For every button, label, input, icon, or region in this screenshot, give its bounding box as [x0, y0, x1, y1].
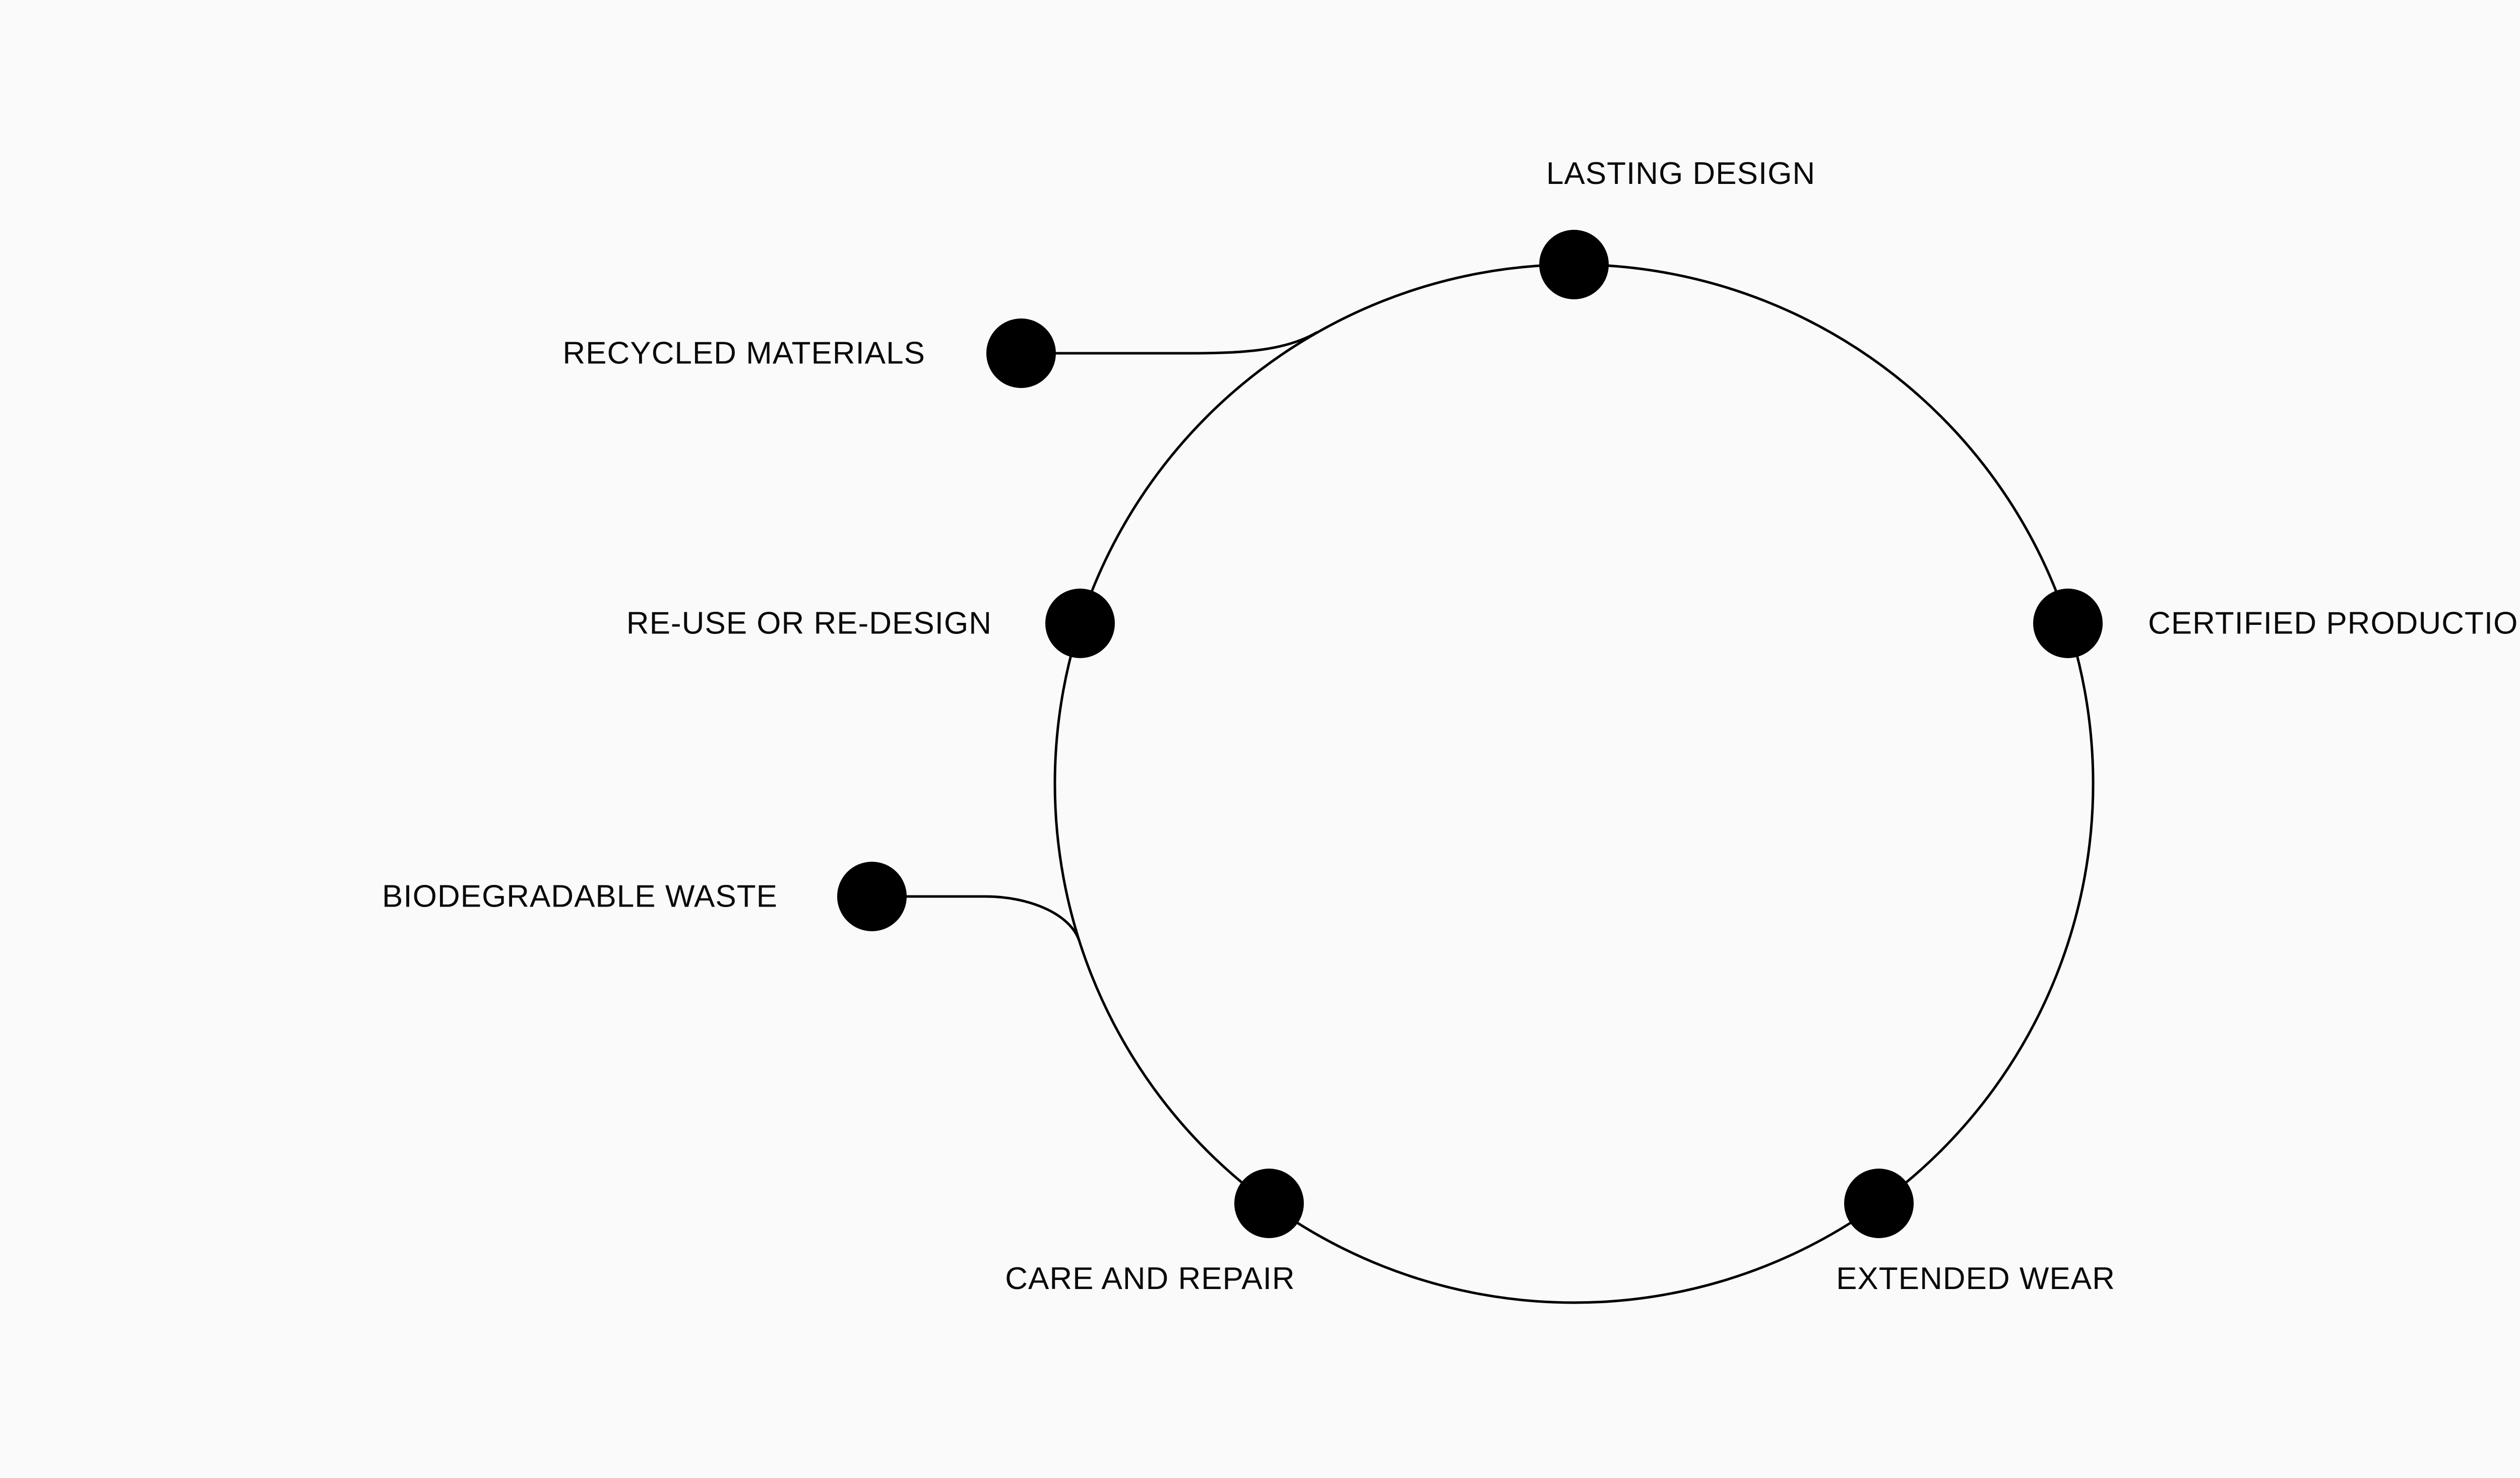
- node-label-extended-wear: EXTENDED WEAR: [1836, 1261, 2115, 1296]
- node-dot-re-use-or-re-design: [1045, 589, 1115, 658]
- node-label-lasting-design: LASTING DESIGN: [1546, 156, 1815, 191]
- node-dot-extended-wear: [1844, 1169, 1914, 1238]
- node-dot-certified-production: [2033, 589, 2103, 658]
- node-label-biodegradable-waste: BIODEGRADABLE WASTE: [382, 879, 778, 914]
- node-dot-lasting-design: [1539, 230, 1609, 299]
- node-dot-biodegradable-waste: [837, 862, 907, 931]
- leader-line-biodegradable-waste: [870, 895, 1081, 942]
- leader-line-recycled-materials: [1020, 331, 1318, 355]
- diagram-geometry: [837, 230, 2103, 1304]
- node-dot-recycled-materials: [986, 318, 1056, 388]
- node-label-re-use-or-re-design: RE-USE OR RE-DESIGN: [626, 606, 992, 641]
- node-label-certified-production: CERTIFIED PRODUCTION: [2148, 606, 2520, 641]
- node-label-care-and-repair: CARE AND REPAIR: [1005, 1261, 1295, 1296]
- cycle-circle: [1053, 263, 2095, 1304]
- node-label-recycled-materials: RECYCLED MATERIALS: [562, 336, 925, 371]
- node-dot-care-and-repair: [1234, 1169, 1304, 1238]
